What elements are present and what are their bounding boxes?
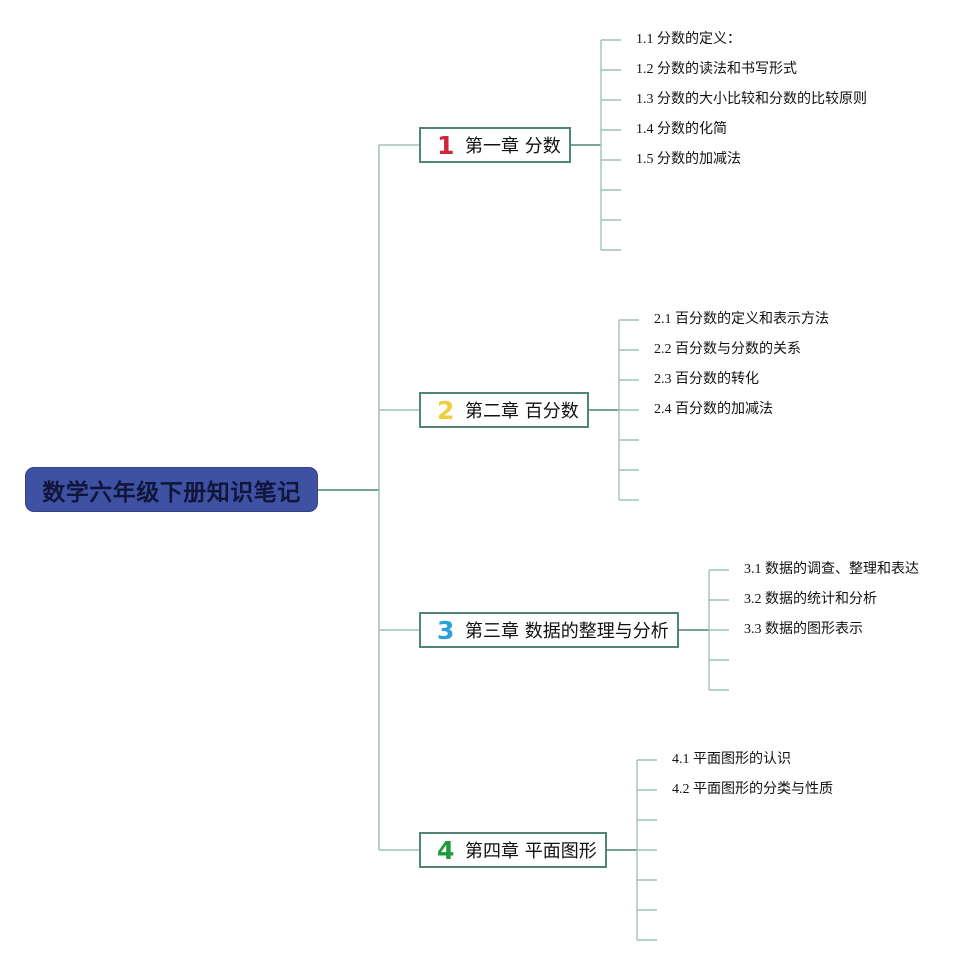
- root-topic-label: 数学六年级下册知识笔记: [42, 479, 301, 506]
- chapter-1-item-1[interactable]: 1.1 分数的定义：: [636, 32, 741, 47]
- chapter-2-item-3[interactable]: 2.3 百分数的转化: [654, 372, 759, 387]
- chapter-3-title: 第三章 数据的整理与分析: [465, 621, 669, 642]
- chapter-3-item-3[interactable]: 3.3 数据的图形表示: [744, 622, 863, 637]
- chapter-2-title: 第二章 百分数: [465, 401, 579, 422]
- chapter-1-title: 第一章 分数: [465, 136, 561, 157]
- chapter-4-title: 第四章 平面图形: [465, 841, 597, 862]
- chapter-4-node[interactable]: 4 第四章 平面图形: [419, 832, 607, 868]
- root-topic[interactable]: 数学六年级下册知识笔记: [25, 467, 318, 512]
- chapter-3-item-1[interactable]: 3.1 数据的调查、整理和表达: [744, 562, 919, 577]
- chapter-1-number-icon: 1: [437, 130, 455, 160]
- chapter-1-item-2[interactable]: 1.2 分数的读法和书写形式: [636, 62, 797, 77]
- chapter-1-item-5[interactable]: 1.5 分数的加减法: [636, 152, 741, 167]
- chapter-1-item-3[interactable]: 1.3 分数的大小比较和分数的比较原则: [636, 92, 867, 107]
- chapter-1-item-4[interactable]: 1.4 分数的化简: [636, 122, 727, 137]
- chapter-4-item-2[interactable]: 4.2 平面图形的分类与性质: [672, 782, 833, 797]
- chapter-2-item-4[interactable]: 2.4 百分数的加减法: [654, 402, 773, 417]
- chapter-2-node[interactable]: 2 第二章 百分数: [419, 392, 589, 428]
- chapter-3-number-icon: 3: [437, 615, 455, 645]
- chapter-3-item-2[interactable]: 3.2 数据的统计和分析: [744, 592, 877, 607]
- chapter-3-node[interactable]: 3 第三章 数据的整理与分析: [419, 612, 679, 648]
- chapter-4-item-1[interactable]: 4.1 平面图形的认识: [672, 752, 791, 767]
- chapter-2-number-icon: 2: [437, 395, 455, 425]
- chapter-1-node[interactable]: 1 第一章 分数: [419, 127, 571, 163]
- chapter-2-item-2[interactable]: 2.2 百分数与分数的关系: [654, 342, 801, 357]
- chapter-4-number-icon: 4: [437, 835, 455, 865]
- chapter-2-item-1[interactable]: 2.1 百分数的定义和表示方法: [654, 312, 829, 327]
